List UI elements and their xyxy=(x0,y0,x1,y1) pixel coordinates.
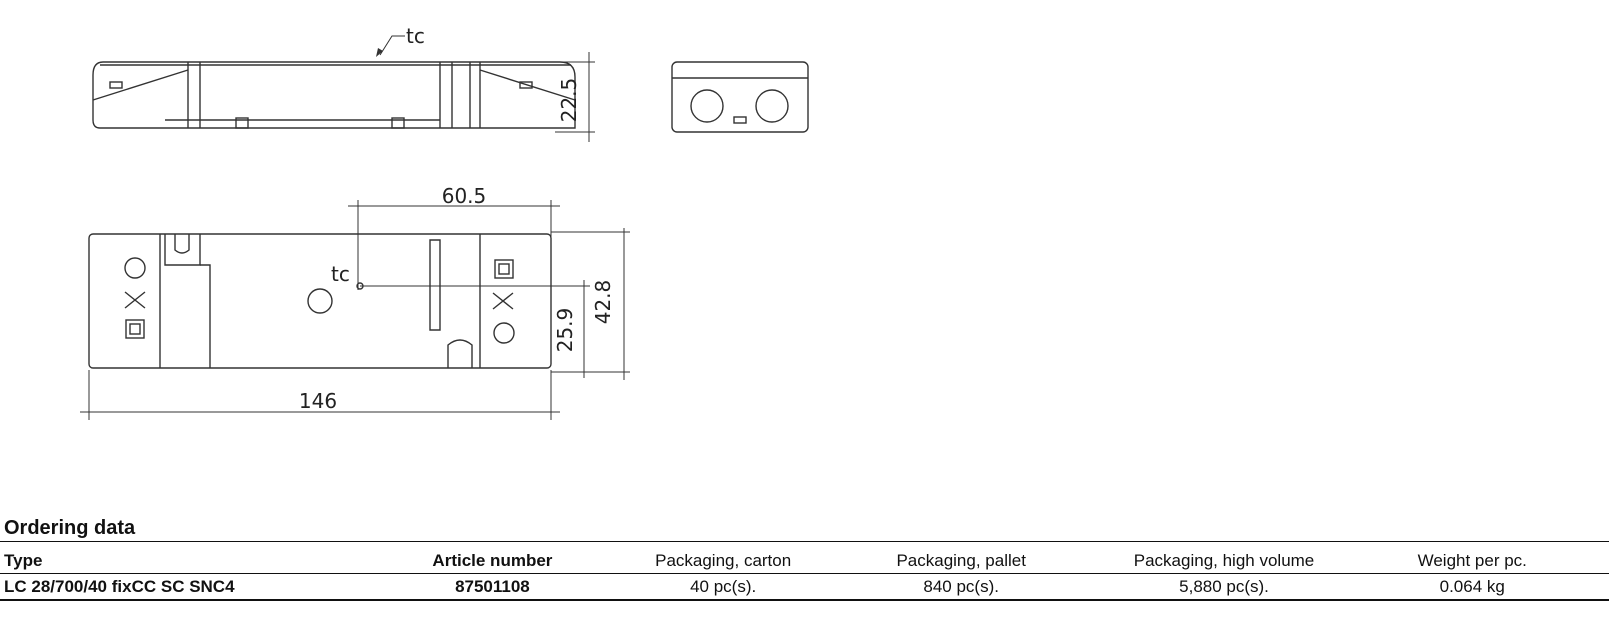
title-rule xyxy=(0,541,1609,542)
col-packaging-pallet: Packaging, pallet xyxy=(896,551,1026,570)
cell-weight: 0.064 kg xyxy=(1439,577,1505,596)
side-view xyxy=(92,61,576,129)
cell-article-number: 87501108 xyxy=(455,577,530,596)
technical-drawing: tc 22.5 60.5 tc 42.8 25.9 146 xyxy=(80,24,809,420)
cell-packaging-carton: 40 pc(s). xyxy=(690,577,757,596)
header-rule xyxy=(0,573,1609,574)
tc-label-top: tc xyxy=(406,24,425,48)
table-row: LC 28/700/40 fixCC SC SNC4 87501108 40 p… xyxy=(0,574,1580,600)
ordering-table: Type Article number Packaging, carton Pa… xyxy=(0,548,1580,600)
dim-tc-y: 25.9 xyxy=(553,308,577,353)
dim-height: 22.5 xyxy=(557,78,581,123)
cell-packaging-pallet: 840 pc(s). xyxy=(923,577,999,596)
cell-packaging-high-volume: 5,880 pc(s). xyxy=(1179,577,1269,596)
col-weight: Weight per pc. xyxy=(1417,551,1527,570)
cell-type: LC 28/700/40 fixCC SC SNC4 xyxy=(4,577,235,596)
dimension-lines xyxy=(80,35,630,420)
bottom-rule xyxy=(0,599,1609,601)
col-type: Type xyxy=(4,551,43,570)
col-packaging-carton: Packaging, carton xyxy=(655,551,792,570)
tc-label-plan: tc xyxy=(331,262,350,286)
table-header-row: Type Article number Packaging, carton Pa… xyxy=(0,548,1580,574)
plan-view xyxy=(88,233,552,369)
col-packaging-high-volume: Packaging, high volume xyxy=(1133,551,1315,570)
dim-width: 42.8 xyxy=(591,280,615,325)
dim-length: 146 xyxy=(299,389,337,413)
dim-tc-x: 60.5 xyxy=(442,184,487,208)
section-title: Ordering data xyxy=(4,517,136,539)
end-view xyxy=(671,61,809,133)
col-article-number: Article number xyxy=(432,551,553,570)
